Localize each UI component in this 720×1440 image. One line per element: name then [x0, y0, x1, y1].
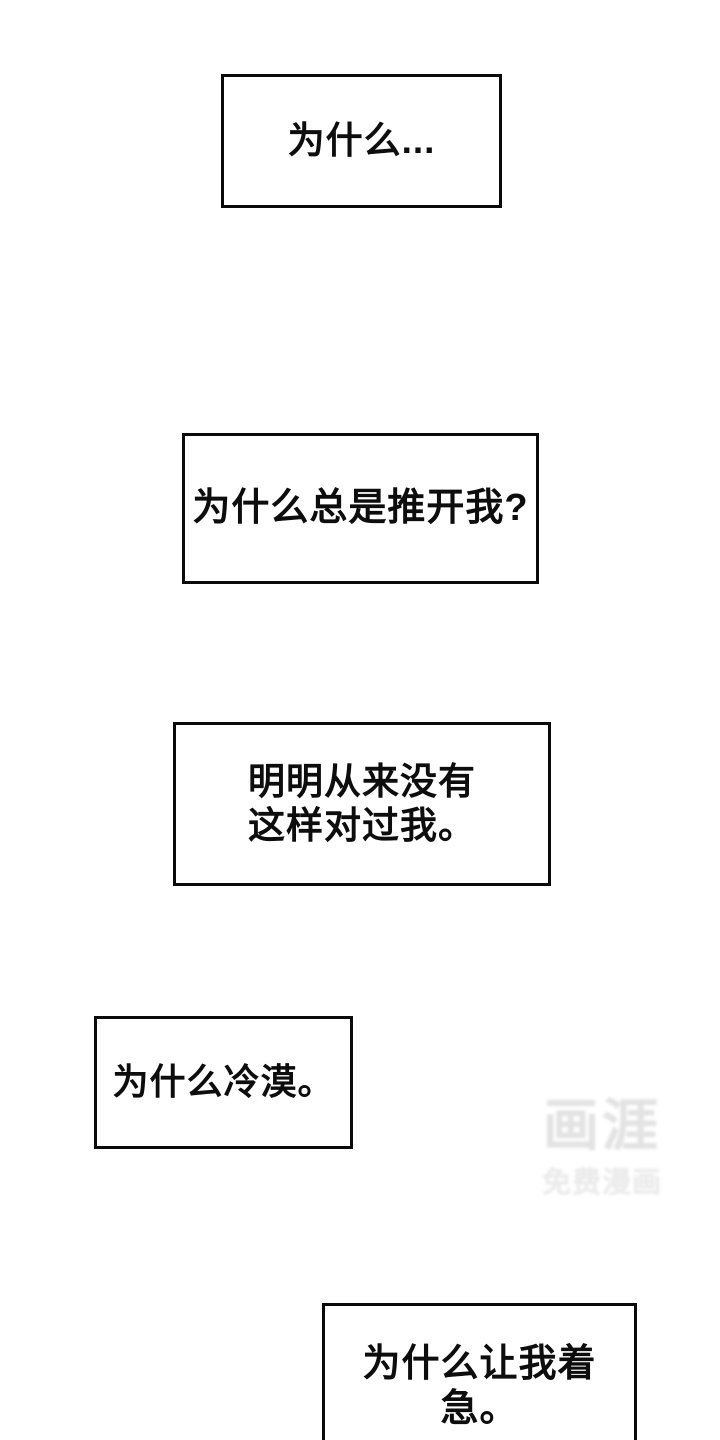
- caption-box-4: 为什么冷漠。: [94, 1016, 353, 1149]
- caption-box-2: 为什么总是推开我?: [182, 433, 539, 584]
- caption-text-2: 为什么总是推开我?: [192, 487, 529, 530]
- caption-text-4: 为什么冷漠。: [112, 1061, 335, 1103]
- caption-box-3: 明明从来没有 这样对过我。: [173, 722, 551, 886]
- caption-text-1: 为什么...: [287, 120, 436, 162]
- watermark-caption-text: 免费漫画: [541, 1167, 662, 1199]
- caption-text-5: 为什么让我着急。: [362, 1343, 597, 1430]
- caption-text-3: 明明从来没有 这样对过我。: [248, 761, 476, 846]
- caption-box-1: 为什么...: [221, 74, 502, 208]
- huaya-watermark: 画涯 免费漫画: [536, 1098, 668, 1201]
- caption-box-5: 为什么让我着急。: [322, 1303, 637, 1440]
- watermark-logo-text: 画涯: [543, 1094, 661, 1157]
